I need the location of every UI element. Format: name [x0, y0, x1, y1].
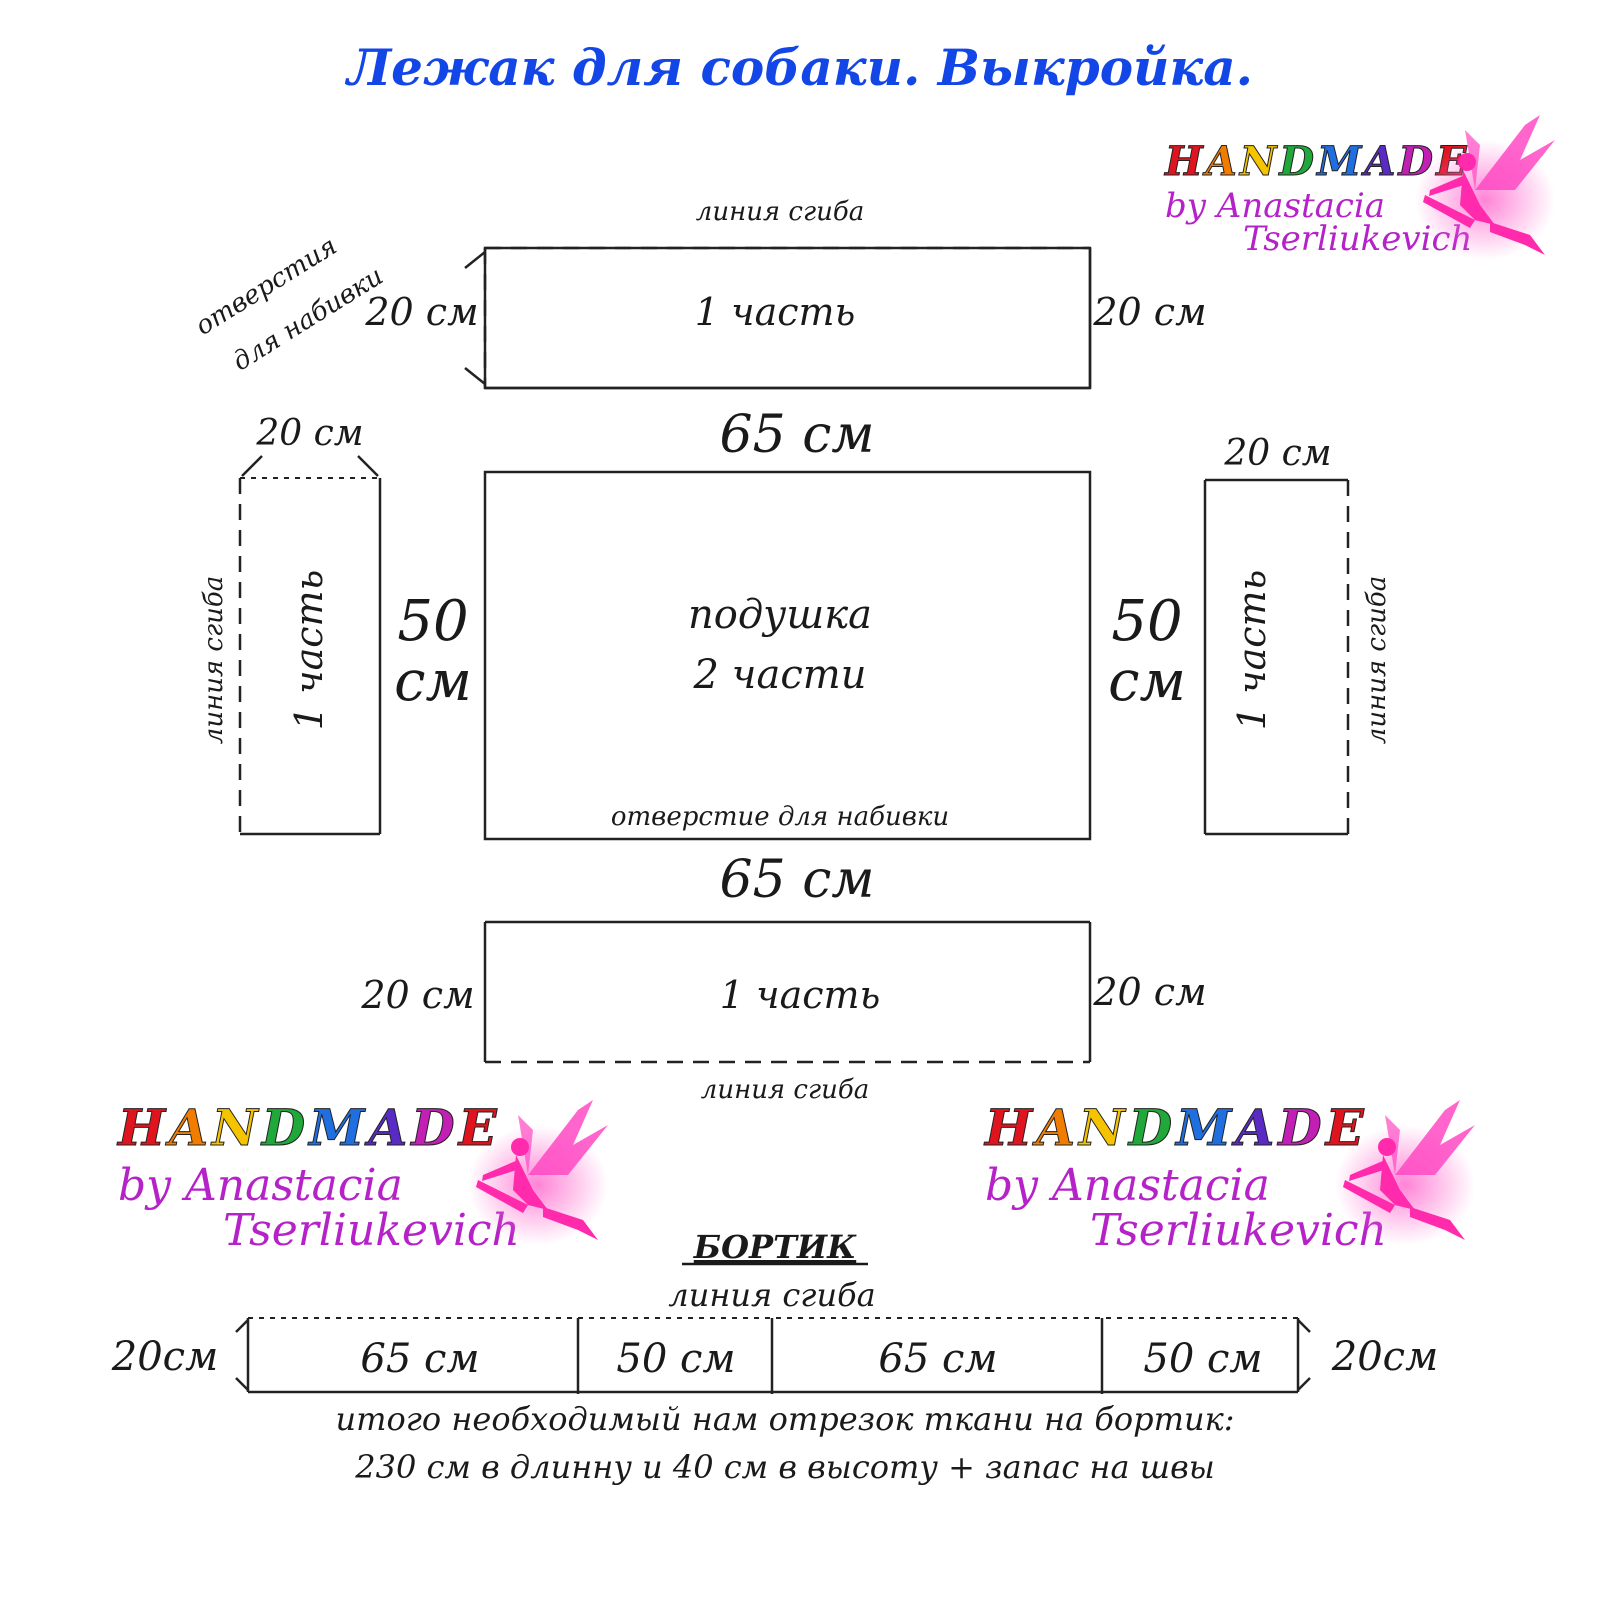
top-left-tick-up [464, 251, 486, 269]
top-right-size: 20 см [1092, 290, 1206, 334]
top-piece-name: 1 часть [695, 290, 856, 334]
top-left-size: 20 см [364, 290, 478, 334]
bortik-title: БОРТИК [693, 1228, 857, 1266]
page-title: Лежак для собаки. Выкройка. [344, 38, 1253, 97]
bortik-fold-label: линия сгиба [668, 1276, 875, 1314]
bortik-section: БОРТИК линия сгиба 65 см 50 см 65 см 50 … [111, 1228, 1438, 1486]
watermark-by-line: by Anastacia [118, 1160, 403, 1211]
watermark-by-line: by Anastacia [985, 1160, 1270, 1211]
fairy-icon [1415, 115, 1555, 260]
right-side-size-num: 50 [1111, 589, 1182, 654]
right-fold-label: линия сгиба [1362, 576, 1392, 744]
bottom-right-size: 20 см [1092, 970, 1206, 1014]
left-piece: 20 см линия сгиба 1 часть 50 см [199, 413, 472, 836]
center-piece-name-2: 2 части [693, 652, 867, 698]
right-top-size: 20 см [1223, 433, 1331, 474]
watermark-top-right: HANDMADE by Anastacia Tserliukevich [1164, 115, 1555, 260]
center-bottom-size: 65 см [720, 850, 875, 910]
watermark-name-line: Tserliukevich [1090, 1205, 1387, 1256]
bortik-total-line-1: итого необходимый нам отрезок ткани на б… [336, 1400, 1235, 1438]
watermark-by-line: by Anastacia [1165, 186, 1385, 226]
left-tick-right [357, 455, 379, 477]
left-side-size-unit: см [394, 649, 472, 714]
center-piece-outline [483, 470, 1092, 841]
bottom-left-size: 20 см [360, 973, 474, 1017]
bortik-segment-4: 50 см [1143, 1336, 1262, 1382]
watermark-bottom-right: HANDMADE by Anastacia Tserliukevich [983, 1098, 1475, 1256]
center-opening-label: отверстие для набивки [611, 802, 949, 832]
bortik-right-tick-up [1297, 1319, 1311, 1333]
right-piece-name: 1 часть [1230, 570, 1274, 731]
right-side-size-unit: см [1108, 649, 1186, 714]
right-piece: 20 см 1 часть линия сгиба 50 см [1108, 433, 1392, 836]
bortik-right-tick-down [1297, 1377, 1311, 1391]
left-top-size: 20 см [255, 413, 363, 454]
bottom-fold-label: линия сгиба [701, 1075, 869, 1105]
watermark-brand: HANDMADE [116, 1098, 501, 1158]
left-side-size-num: 50 [397, 589, 468, 654]
bortik-left-size: 20см [111, 1334, 218, 1380]
bortik-left-tick-down [235, 1377, 249, 1391]
watermark-name-line: Tserliukevich [223, 1205, 520, 1256]
watermark-brand-text: HANDMADE [116, 1098, 501, 1157]
top-left-tick-down [464, 367, 486, 385]
bottom-piece-name: 1 часть [720, 973, 881, 1017]
bortik-total-line-2: 230 см в длинну и 40 см в высоту + запас… [354, 1448, 1215, 1486]
bottom-piece: 1 часть 20 см 20 см линия сгиба [360, 920, 1207, 1105]
center-piece-name-1: подушка [688, 592, 872, 638]
bortik-segment-1: 65 см [360, 1336, 479, 1382]
bortik-left-tick-up [235, 1319, 249, 1333]
left-tick-left [241, 455, 263, 477]
left-fold-label: линия сгиба [199, 576, 229, 744]
watermark-brand: HANDMADE [983, 1098, 1368, 1158]
bortik-segment-2: 50 см [616, 1336, 735, 1382]
watermark-bottom-left: HANDMADE by Anastacia Tserliukevich [116, 1098, 608, 1256]
left-piece-name: 1 часть [287, 570, 331, 731]
bortik-segment-3: 65 см [878, 1336, 997, 1382]
center-piece: подушка 2 части отверстие для набивки 65… [483, 470, 1092, 910]
watermark-brand-text: HANDMADE [983, 1098, 1368, 1157]
center-top-size: 65 см [720, 405, 875, 465]
bortik-right-size: 20см [1331, 1334, 1438, 1380]
top-fold-label: линия сгиба [696, 197, 864, 227]
